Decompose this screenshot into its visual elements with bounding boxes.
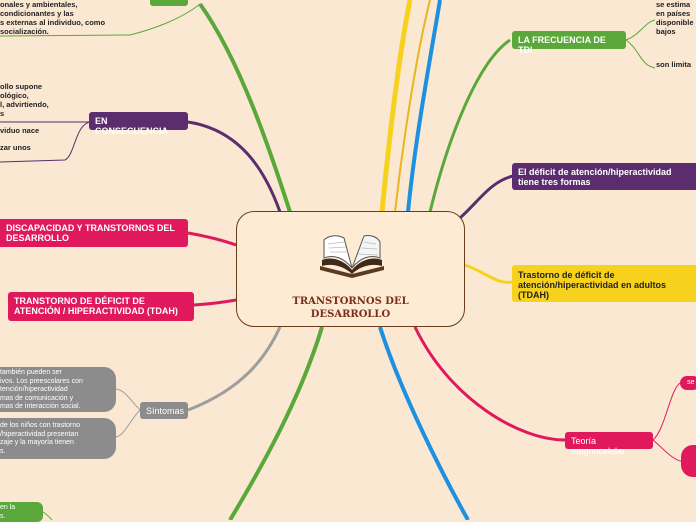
branch-pink-left-1 bbox=[187, 231, 237, 247]
topic-discapacidad[interactable]: DISCAPACIDAD Y TRANSTORNOS DEL DESARROLL… bbox=[0, 219, 188, 247]
branch-pink-bottom-right bbox=[413, 326, 566, 442]
text-consecuencia-c: zar unos bbox=[0, 143, 31, 152]
topic-green-top-left[interactable] bbox=[150, 0, 188, 6]
bubble-sintomas-b bbox=[0, 418, 116, 459]
topic-tdah[interactable]: TRANSTORNO DE DÉFICIT DE ATENCIÓN / HIPE… bbox=[8, 292, 194, 321]
branch-pink-left-2 bbox=[193, 298, 237, 307]
branch-yellow-right bbox=[464, 263, 513, 284]
bubble-sintomas-a bbox=[0, 367, 116, 412]
branch-green-top-left bbox=[198, 2, 292, 213]
topic-green-bottom-left[interactable] bbox=[0, 502, 43, 522]
branch-green-bottom bbox=[228, 326, 324, 520]
branch-yellow-top bbox=[379, 0, 413, 213]
subtopic-magno-right[interactable]: se bbox=[680, 376, 696, 390]
text-frecuencia-b: son limita bbox=[656, 60, 692, 69]
branch-purple-left bbox=[187, 120, 282, 213]
topic-frecuencia-tdi[interactable]: LA FRECUENCIA DE TDI bbox=[512, 31, 626, 55]
topic-deficit-tres-formas[interactable]: El déficit de atención/hiperactividad ti… bbox=[512, 163, 696, 190]
central-topic[interactable]: TRANSTORNOS DEL DESARROLLO bbox=[236, 211, 465, 327]
central-title: TRANSTORNOS DEL DESARROLLO bbox=[292, 296, 409, 320]
text-top-left-block: onales y ambientales,condicionantes y la… bbox=[0, 0, 106, 36]
subtopic-magno-bottom-right[interactable] bbox=[681, 445, 696, 477]
topic-en-consecuencia[interactable]: EN CONSECUENCIA bbox=[89, 112, 188, 136]
branch-blue-bottom bbox=[378, 326, 470, 520]
branch-green-top-right bbox=[428, 38, 511, 213]
branch-gray bbox=[187, 326, 282, 412]
branch-blue-top bbox=[406, 0, 442, 213]
text-consecuencia-b: viduo nace bbox=[0, 126, 40, 135]
topic-teoria-magnocelular[interactable]: Teoría magnocelular bbox=[565, 432, 653, 456]
topic-sintomas[interactable]: Síntomas bbox=[140, 402, 188, 419]
open-book-icon bbox=[320, 235, 384, 278]
text-sintomas-b: de los niños con trastorno/hiperactivida… bbox=[0, 422, 81, 455]
topic-tdah-adultos[interactable]: Trastorno de déficit de atención/hiperac… bbox=[512, 265, 696, 302]
branch-purple-right bbox=[458, 174, 514, 220]
